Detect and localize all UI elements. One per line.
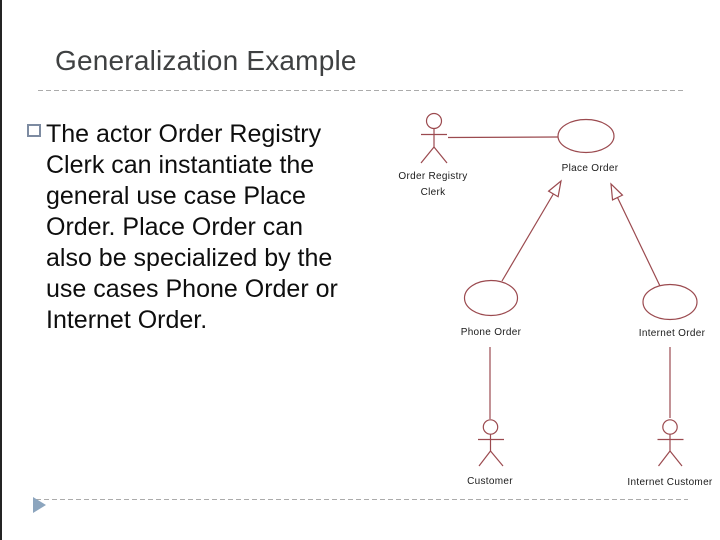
use-case-place-order-label: Place Order bbox=[562, 163, 619, 174]
actor-internet-customer-figure bbox=[657, 419, 684, 467]
use-case-phone-order-label: Phone Order bbox=[461, 327, 522, 338]
actor-left-leg bbox=[420, 146, 435, 164]
bullet-line: Order. Place Order can bbox=[46, 213, 304, 241]
square-bullet-icon bbox=[27, 124, 41, 137]
bullet-line: Clerk can instantiate the bbox=[46, 151, 315, 179]
bullet-paragraph: The actor Order Registry Clerk can insta… bbox=[46, 119, 338, 336]
actor-order-registry-clerk-figure bbox=[420, 112, 448, 164]
actor-customer-label: Customer bbox=[467, 476, 513, 487]
use-case-phone-order-ellipse bbox=[463, 279, 519, 317]
actor-clerk-label-line1: Order Registry bbox=[398, 171, 467, 182]
slide-left-border bbox=[0, 0, 2, 540]
slide-footer-arrow-icon bbox=[33, 497, 46, 513]
actor-right-leg bbox=[490, 450, 504, 467]
actor-head bbox=[662, 419, 678, 435]
use-case-internet-order-label: Internet Order bbox=[639, 328, 706, 339]
generalization-internet-order-arrow bbox=[611, 184, 661, 287]
actor-left-leg bbox=[658, 450, 671, 467]
bullet-line: Internet Order. bbox=[46, 306, 208, 334]
actor-customer-figure bbox=[478, 419, 504, 467]
bullet-line: The actor Order Registry bbox=[46, 120, 322, 148]
association-clerk-place-order bbox=[447, 136, 559, 139]
actor-right-leg bbox=[433, 146, 448, 164]
footer-separator bbox=[36, 499, 688, 500]
generalization-phone-order-arrow bbox=[501, 181, 561, 282]
actor-left-leg bbox=[478, 450, 491, 467]
actor-internet-customer-label: Internet Customer bbox=[627, 477, 713, 488]
use-case-place-order-ellipse bbox=[557, 118, 615, 154]
actor-head bbox=[482, 419, 499, 435]
actor-right-leg bbox=[669, 450, 683, 467]
bullet-line: also be specialized by the bbox=[46, 244, 333, 272]
actor-clerk-label-line2: Clerk bbox=[421, 187, 447, 198]
bullet-line: use cases Phone Order or bbox=[46, 275, 338, 303]
page-title: Generalization Example bbox=[55, 45, 357, 76]
title-separator bbox=[38, 90, 684, 91]
actor-head bbox=[425, 112, 443, 130]
use-case-internet-order-ellipse bbox=[642, 283, 698, 321]
bullet-line: general use case Place bbox=[46, 182, 306, 210]
